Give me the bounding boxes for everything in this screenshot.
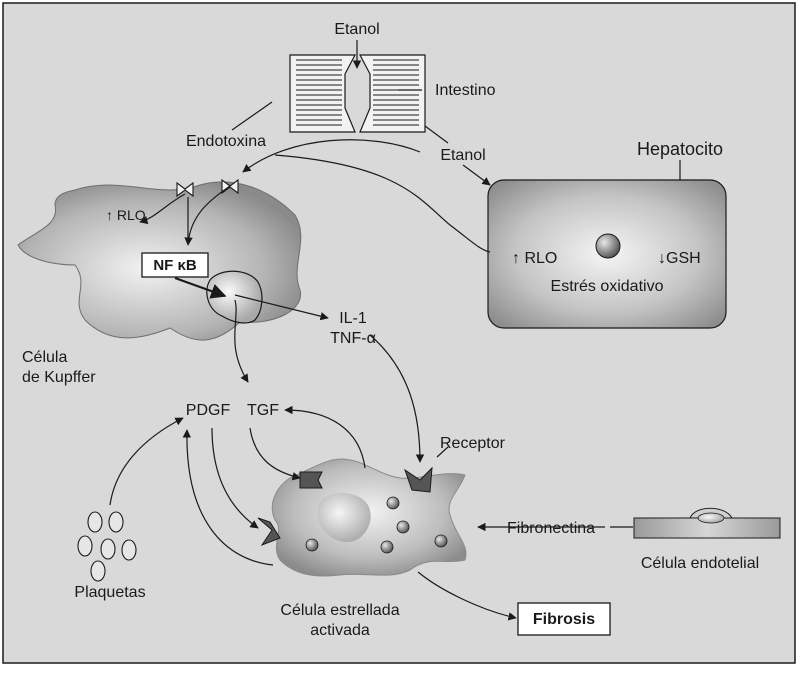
label-estres-oxidativo: Estrés oxidativo [551,278,664,295]
intestine-graphic [289,54,426,133]
stellate-granule [434,534,448,548]
label-kupffer-2: de Kupffer [22,369,96,386]
stellate-nucleus [318,493,371,543]
label-il1: IL-1 [339,310,367,327]
label-endotoxina: Endotoxina [186,133,266,150]
label-intestino: Intestino [435,82,496,99]
stellate-receptor-tgf [299,471,323,489]
arrows [109,40,681,621]
stellate-receptor-pdgf [257,517,281,547]
label-etanol-mid: Etanol [440,147,485,164]
nfkb-box [141,252,209,278]
label-fibronectina: Fibronectina [507,520,595,537]
platelets [77,511,137,582]
stellate-granule [386,496,400,510]
label-plaquetas: Plaquetas [74,584,145,601]
label-gsh: ↓GSH [658,250,701,267]
label-tgf: TGF [247,402,279,419]
label-etanol-top: Etanol [334,21,379,38]
label-estrellada-1: Célula estrellada [280,602,399,619]
endothelial-cell [633,507,781,539]
stellate-granule [305,538,319,552]
label-nfkb: NF κB [153,257,197,274]
label-rlo-kupffer: ↑ RLO [106,207,146,223]
label-tnf: TNF-α [330,330,376,347]
label-hepatocito: Hepatocito [637,139,723,159]
fibrosis-box [517,602,611,636]
label-receptor: Receptor [440,435,506,452]
nfkb-arrow [174,276,227,299]
label-fibrosis: Fibrosis [533,611,595,628]
kupffer-receptor [176,181,194,198]
stellate-receptor [404,466,433,493]
label-rlo-hepatocyte: ↑ RLO [512,250,557,267]
label-pdgf: PDGF [186,402,231,419]
label-celula-endotelial: Célula endotelial [641,555,759,572]
stellate-granule [396,520,410,534]
stellate-granule [380,540,394,554]
label-estrellada-2: activada [310,622,370,639]
label-kupffer-1: Célula [22,349,67,366]
hepatocyte-nucleus [595,233,621,259]
